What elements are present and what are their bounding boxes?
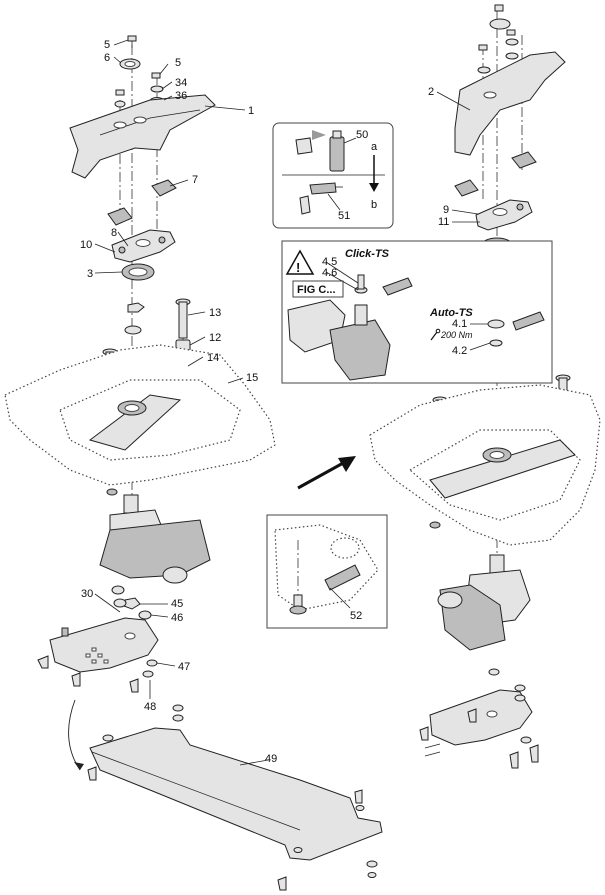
callout-4-6: 4.6 bbox=[322, 267, 337, 279]
hole-pattern bbox=[85, 647, 109, 664]
torque-value: 200 Nm bbox=[440, 330, 473, 340]
nut-left bbox=[127, 302, 145, 313]
callout-50: 50 bbox=[356, 129, 368, 141]
callout-46: 46 bbox=[171, 612, 183, 624]
auto-ts-title: Auto-TS bbox=[429, 307, 473, 319]
callout-2: 2 bbox=[428, 86, 434, 98]
fig-c-label-box bbox=[292, 280, 344, 298]
torque-wrench-icon bbox=[430, 328, 441, 341]
callout-5b: 5 bbox=[175, 57, 181, 69]
callout-51: 51 bbox=[338, 210, 350, 222]
guard-plate-49 bbox=[89, 727, 383, 861]
callout-52: 52 bbox=[350, 610, 362, 622]
pad-7-b bbox=[107, 207, 133, 226]
callout-7: 7 bbox=[192, 174, 198, 186]
bracket-1 bbox=[69, 94, 216, 179]
callout-34: 34 bbox=[175, 77, 187, 89]
click-ts-title: Click-TS bbox=[345, 248, 390, 260]
fig-c-label: FIG C... bbox=[297, 284, 336, 296]
callout-11: 11 bbox=[438, 216, 449, 228]
plate-30 bbox=[49, 617, 159, 673]
plate-right bbox=[429, 689, 533, 746]
swing-arrow bbox=[68, 699, 81, 771]
callout-10: 10 bbox=[80, 239, 92, 251]
callout-9: 9 bbox=[443, 204, 449, 216]
callout-1: 1 bbox=[248, 105, 254, 117]
washer-46 bbox=[138, 610, 152, 620]
callout-15: 15 bbox=[246, 372, 258, 384]
bolt-13 bbox=[175, 298, 191, 339]
svg-text:!: ! bbox=[296, 260, 300, 275]
callout-8: 8 bbox=[111, 227, 117, 239]
inset-lubrication: a b bbox=[272, 122, 394, 229]
inset-part-52 bbox=[266, 514, 388, 629]
left-assembly bbox=[4, 35, 383, 891]
inset-click-ts: ! FIG C... Click-TS Auto-TS 200 Nm bbox=[281, 240, 553, 384]
callout-30: 30 bbox=[81, 588, 93, 600]
arrow-down-icon bbox=[369, 155, 379, 192]
step-a-label: a bbox=[371, 141, 378, 153]
callout-4-5: 4.5 bbox=[322, 256, 337, 268]
bracket-2 bbox=[454, 51, 566, 156]
callout-49: 49 bbox=[265, 753, 277, 765]
callout-14: 14 bbox=[207, 352, 219, 364]
callouts: 5 6 5 34 36 1 7 8 10 3 13 12 14 15 30 45… bbox=[80, 39, 467, 765]
washer-34 bbox=[150, 85, 164, 93]
right-assembly bbox=[297, 4, 601, 769]
callout-3: 3 bbox=[87, 268, 93, 280]
screw-5-left bbox=[127, 35, 137, 48]
callout-47: 47 bbox=[178, 661, 190, 673]
step-b-label: b bbox=[371, 199, 377, 211]
callout-48: 48 bbox=[144, 701, 156, 713]
callout-36: 36 bbox=[175, 90, 187, 102]
callout-45: 45 bbox=[171, 598, 183, 610]
screw-5b-left bbox=[151, 72, 161, 79]
callout-4-1: 4.1 bbox=[452, 318, 467, 330]
callout-13: 13 bbox=[209, 307, 221, 319]
callout-5a: 5 bbox=[104, 39, 110, 51]
warning-triangle-icon: ! bbox=[285, 249, 315, 275]
gearbox-left bbox=[99, 494, 211, 584]
callout-4-2: 4.2 bbox=[452, 345, 467, 357]
callout-6: 6 bbox=[104, 52, 110, 64]
callout-12: 12 bbox=[209, 332, 221, 344]
pad-7-a bbox=[151, 179, 177, 197]
gearbox-right bbox=[437, 554, 531, 651]
direction-arrow-icon bbox=[297, 456, 356, 490]
